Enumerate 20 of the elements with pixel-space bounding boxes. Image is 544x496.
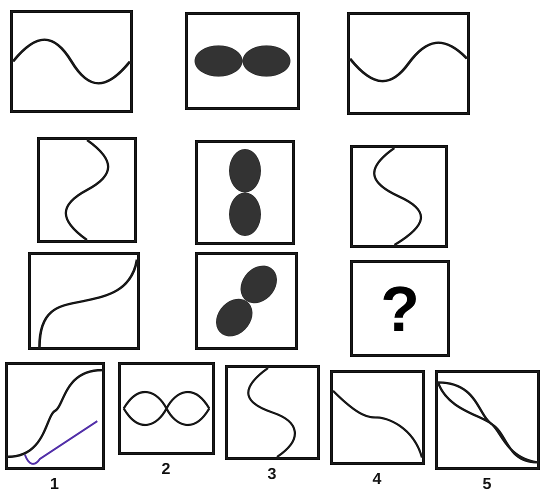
figure-box — [10, 10, 133, 113]
figure-box — [330, 370, 425, 465]
figure-box — [28, 252, 140, 350]
option-number: 3 — [268, 466, 276, 484]
figure-box — [195, 252, 298, 350]
question-mark: ? — [379, 276, 421, 340]
figure-box — [5, 362, 105, 470]
figure-box — [185, 12, 300, 110]
figure-box — [195, 140, 295, 245]
figure-box — [347, 12, 470, 115]
figure-box — [350, 145, 448, 248]
option-number: 4 — [372, 471, 382, 489]
option-number: 1 — [50, 476, 59, 494]
figure-box — [118, 362, 215, 455]
figure-box — [225, 365, 320, 460]
figure-box — [37, 137, 137, 243]
option-number: 2 — [162, 461, 170, 479]
figure-box — [435, 370, 540, 470]
option-number: 5 — [482, 476, 492, 494]
figure-box — [350, 260, 450, 357]
